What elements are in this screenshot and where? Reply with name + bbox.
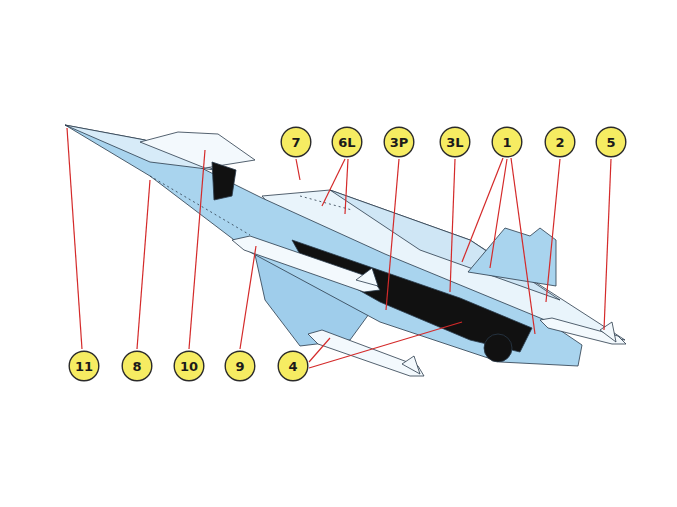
callout-circle-shape: [384, 127, 414, 157]
leader-line: [137, 180, 150, 349]
callout-circle: 7: [280, 126, 312, 158]
callout-number: 10: [180, 359, 198, 374]
leader-line: [490, 159, 507, 268]
callout-circle-shape: [440, 127, 470, 157]
callout-number: 9: [235, 359, 244, 374]
leader-line: [604, 159, 611, 330]
callout-circle-shape: [122, 351, 152, 381]
exhaust: [484, 334, 512, 362]
canard: [140, 132, 255, 168]
callout-circle-shape: [281, 127, 311, 157]
leader-line: [309, 322, 462, 368]
leader-line: [189, 150, 205, 349]
callout-number: 5: [606, 135, 615, 150]
callout-circle: 2: [544, 126, 576, 158]
leader-line: [322, 159, 345, 206]
callout-number: 6L: [338, 135, 355, 150]
leader-line: [240, 246, 256, 349]
callout-circle-shape: [545, 127, 575, 157]
missile-fin: [600, 322, 616, 342]
callout-number: 2: [555, 135, 564, 150]
callout-circle: 5: [595, 126, 627, 158]
callout-circle-shape: [492, 127, 522, 157]
missile: [540, 318, 626, 344]
leader-line: [386, 159, 399, 310]
tail-fin: [468, 228, 556, 286]
missile-fin: [402, 356, 420, 374]
callout-number: 1: [502, 135, 511, 150]
leader-line: [345, 159, 348, 214]
leader-line: [67, 128, 82, 349]
callout-circle: 6L: [331, 126, 363, 158]
callout-circle: 3P: [383, 126, 415, 158]
callout-number: 8: [132, 359, 141, 374]
callout-circle-shape: [596, 127, 626, 157]
callout-circle: 9: [224, 350, 256, 382]
leader-lines: [67, 128, 611, 368]
leader-line: [296, 159, 300, 180]
leader-line: [309, 338, 330, 362]
missile: [232, 236, 380, 292]
leader-line: [511, 158, 535, 334]
leader-line: [450, 159, 455, 292]
aircraft: [65, 125, 626, 376]
callout-number: 4: [288, 359, 297, 374]
callout-number: 3P: [390, 135, 409, 150]
callout-circle: 4: [277, 350, 309, 382]
callout-circle: 8: [121, 350, 153, 382]
callout-circle: 1: [491, 126, 523, 158]
callout-circle-shape: [225, 351, 255, 381]
missile: [308, 330, 424, 376]
callout-circle: 3L: [439, 126, 471, 158]
fuselage: [65, 125, 582, 366]
leader-line: [546, 159, 560, 302]
callout-circle-shape: [278, 351, 308, 381]
callout-number: 11: [75, 359, 93, 374]
callout-number: 7: [291, 135, 300, 150]
callout-circle-shape: [69, 351, 99, 381]
callout-circle-shape: [174, 351, 204, 381]
callout-circle-shape: [332, 127, 362, 157]
callout-number: 3L: [446, 135, 463, 150]
callout-circle: 10: [173, 350, 205, 382]
intake: [212, 162, 236, 200]
missile-fin: [356, 268, 378, 286]
callout-circle: 11: [68, 350, 100, 382]
leader-line: [462, 158, 503, 262]
